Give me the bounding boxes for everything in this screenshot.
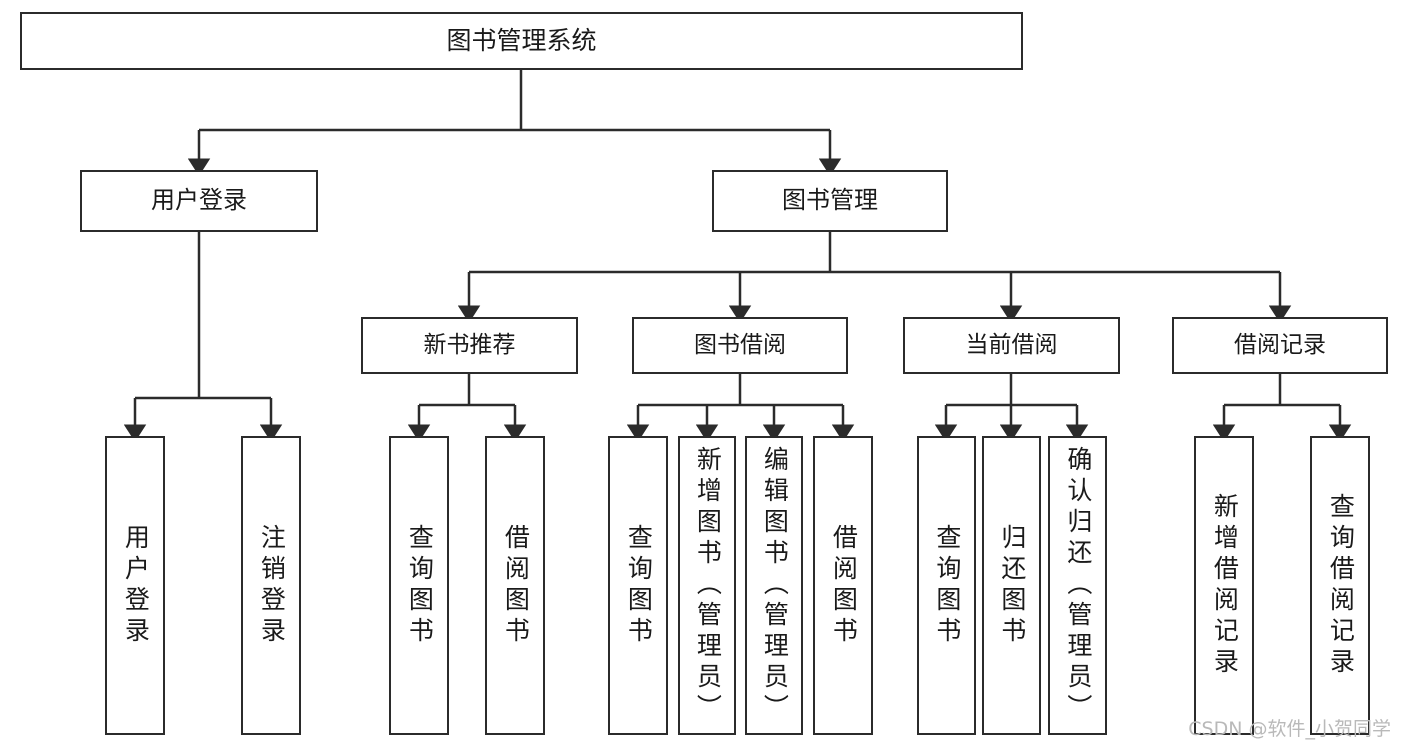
node-borrow-record-label: 借阅记录 [1234, 332, 1326, 359]
leaf-confirm-return-admin[interactable]: 确认归还（管理员） [1048, 436, 1107, 735]
leaf-user-login[interactable]: 用户登录 [105, 436, 165, 735]
leaf-query-book-borrow-label: 查询图书 [624, 523, 654, 648]
leaf-query-borrow-record-label: 查询借阅记录 [1326, 492, 1356, 679]
leaf-edit-book-admin[interactable]: 编辑图书（管理员） [745, 436, 803, 735]
node-book-borrow[interactable]: 图书借阅 [632, 317, 848, 374]
node-root-label: 图书管理系统 [446, 25, 597, 55]
csdn-watermark: CSDN @软件_小贺同学 [1188, 718, 1391, 740]
node-new-book-recommend-label: 新书推荐 [423, 332, 516, 359]
leaf-query-book-recommend[interactable]: 查询图书 [389, 436, 449, 735]
leaf-query-borrow-record[interactable]: 查询借阅记录 [1310, 436, 1370, 735]
node-current-borrow[interactable]: 当前借阅 [903, 317, 1120, 374]
leaf-query-book-borrow[interactable]: 查询图书 [608, 436, 668, 735]
leaf-borrow-book[interactable]: 借阅图书 [813, 436, 873, 735]
leaf-return-book-label: 归还图书 [997, 523, 1027, 648]
leaf-add-book-admin[interactable]: 新增图书（管理员） [678, 436, 736, 735]
leaf-borrow-book-recommend-label: 借阅图书 [501, 523, 531, 648]
node-borrow-record[interactable]: 借阅记录 [1172, 317, 1388, 374]
leaf-query-book-current-label: 查询图书 [932, 523, 962, 648]
leaf-query-book-current[interactable]: 查询图书 [917, 436, 976, 735]
node-user-login-label: 用户登录 [151, 186, 247, 215]
leaf-return-book[interactable]: 归还图书 [982, 436, 1041, 735]
leaf-logout[interactable]: 注销登录 [241, 436, 301, 735]
leaf-add-borrow-record-label: 新增借阅记录 [1210, 492, 1240, 679]
leaf-borrow-book-recommend[interactable]: 借阅图书 [485, 436, 545, 735]
node-book-borrow-label: 图书借阅 [694, 332, 786, 359]
node-root[interactable]: 图书管理系统 [20, 12, 1023, 70]
node-new-book-recommend[interactable]: 新书推荐 [361, 317, 578, 374]
node-user-login[interactable]: 用户登录 [80, 170, 318, 232]
leaf-add-book-admin-label: 新增图书（管理员） [693, 446, 723, 725]
leaf-add-borrow-record[interactable]: 新增借阅记录 [1194, 436, 1254, 735]
leaf-confirm-return-admin-label: 确认归还（管理员） [1063, 446, 1093, 725]
leaf-logout-label: 注销登录 [257, 523, 287, 648]
node-book-management[interactable]: 图书管理 [712, 170, 948, 232]
leaf-query-book-recommend-label: 查询图书 [405, 523, 435, 648]
node-book-management-label: 图书管理 [782, 186, 878, 215]
leaf-borrow-book-label: 借阅图书 [829, 523, 859, 648]
leaf-user-login-label: 用户登录 [121, 523, 151, 648]
node-current-borrow-label: 当前借阅 [965, 332, 1058, 359]
leaf-edit-book-admin-label: 编辑图书（管理员） [760, 446, 790, 725]
